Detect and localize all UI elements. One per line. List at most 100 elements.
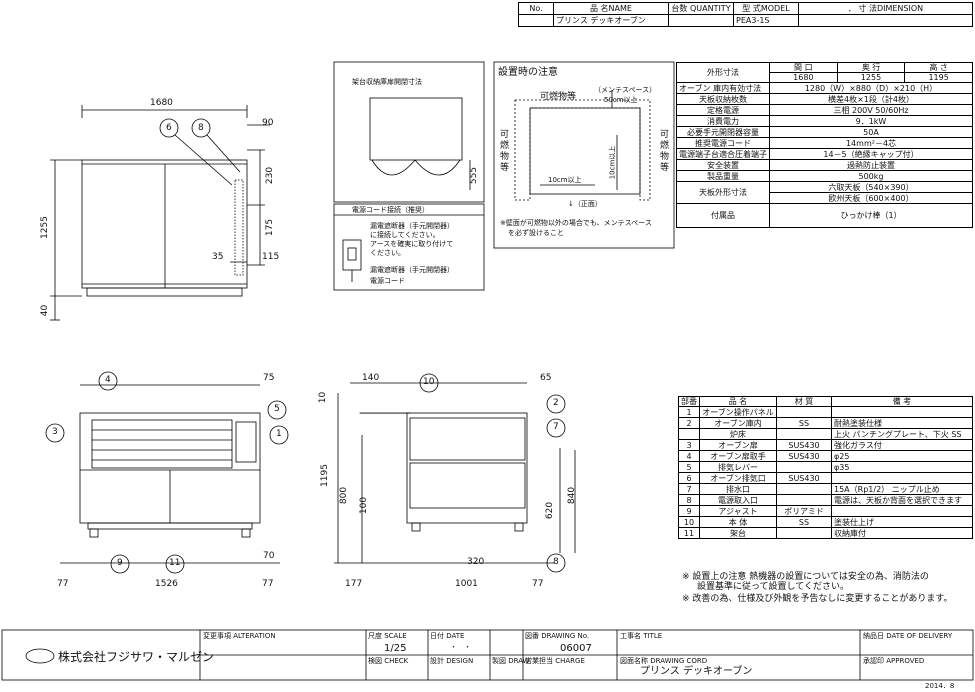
- install-right-label: 可燃物等: [660, 130, 670, 173]
- balloon-2: 2: [553, 398, 559, 408]
- parts-cell-name: オーブン排気口: [699, 472, 777, 484]
- parts-cell-note: 収納庫付: [831, 527, 973, 539]
- install-note2: を必ず設けること: [508, 229, 564, 237]
- spec-row8-value: 500kg: [769, 170, 973, 182]
- hdr-quantity: 台数 QUANTITY: [668, 2, 734, 15]
- hdr-name: 品 名NAME: [553, 2, 669, 15]
- spec-tray1: 六取天板（540×390）: [769, 181, 973, 193]
- company-name: 株式会社フジサワ・マルゼン: [58, 650, 215, 664]
- install-note1: ※壁面が可燃物以外の場合でも、メンテスペース: [500, 219, 652, 227]
- parts-cell-no: 1: [678, 406, 700, 418]
- approved-label: 承認印 APPROVED: [863, 657, 925, 665]
- spec-row4-label: 必要手元開閉器容量: [676, 126, 770, 138]
- dim-177: 177: [345, 579, 363, 589]
- parts-cell-note: 塗装仕上げ: [831, 516, 973, 528]
- power-title: 電源コード接続（推奨）: [352, 206, 429, 214]
- spec-tray-label: 天板外形寸法: [676, 181, 770, 204]
- year: 2014．8: [925, 682, 955, 690]
- parts-cell-name: 炉床: [699, 428, 777, 440]
- spec-row3-label: 消費電力: [676, 115, 770, 127]
- balloon-10: 10: [423, 377, 435, 387]
- power-note1: 漏電遮断器（手元開閉器）: [370, 222, 454, 230]
- parts-cell-no: 8: [678, 494, 700, 506]
- parts-cell-no: 9: [678, 505, 700, 517]
- parts-cell-material: [776, 483, 832, 495]
- dim-base: 40: [40, 304, 51, 317]
- install-10cm-b: 10cm以上: [608, 145, 617, 180]
- spec-dim-h1: 奥 行: [836, 62, 906, 73]
- dim-right1: 230: [265, 166, 276, 185]
- dim-10: 10: [318, 391, 329, 404]
- parts-cell-no: 10: [678, 516, 700, 528]
- balloon-6: 6: [166, 123, 172, 133]
- title-label: 工事名 TITLE: [620, 632, 663, 640]
- parts-cell-name: オーブン庫内: [699, 417, 777, 429]
- spec-row0-value: 1280（W）×880（D）×210（H）: [769, 82, 973, 94]
- parts-hdr-note: 備 考: [831, 396, 973, 407]
- parts-row: 炉床 上火 パンチングプレート、下火 SS: [678, 428, 973, 440]
- balloon-5: 5: [274, 404, 280, 414]
- parts-cell-material: [776, 494, 832, 506]
- parts-cell-name: オーブン扉: [699, 439, 777, 451]
- install-combustible-top: 可燃物等: [540, 92, 577, 102]
- parts-cell-material: SS: [776, 516, 832, 528]
- spec-row2-label: 定格電源: [676, 104, 770, 116]
- install-title: 設置時の注意: [498, 67, 558, 78]
- parts-cell-material: [776, 527, 832, 539]
- power-label1: 漏電遮断器（手元開閉器）: [370, 266, 454, 274]
- delivery-label: 納品日 DATE OF DELIVERY: [863, 632, 953, 640]
- spec-row5-label: 推奨電源コード: [676, 137, 770, 149]
- front-view-drawing: [50, 105, 270, 321]
- parts-cell-note: φ25: [831, 450, 973, 462]
- lower-front-drawing: [45, 371, 289, 574]
- parts-cell-name: アジャスト: [699, 505, 777, 517]
- side-view-drawing: [334, 373, 576, 573]
- parts-cell-name: オーブン扉取手: [699, 450, 777, 462]
- dim-right2: 175: [265, 218, 276, 237]
- spec-row4-value: 50A: [769, 126, 973, 138]
- balloon-9: 9: [117, 558, 123, 568]
- spec-row6-value: 14－5（絶縁キャップ付）: [769, 148, 973, 160]
- power-note3: アースを確実に取り付けて: [370, 240, 454, 248]
- check-label: 検図 CHECK: [368, 657, 409, 665]
- dim-70: 70: [263, 551, 275, 561]
- parts-cell-no: 6: [678, 472, 700, 484]
- parts-cell-no: 3: [678, 439, 700, 451]
- dim-320: 320: [467, 557, 485, 567]
- title-block: No. 品 名NAME 台数 QUANTITY 型 式MODEL ． 寸 法DI…: [518, 2, 973, 27]
- install-10cm-a: 10cm以上: [548, 176, 582, 184]
- spec-row3-value: 9．1kW: [769, 115, 973, 127]
- parts-cell-note: 電源は、天板か背面を選択できます: [831, 494, 973, 506]
- balloon-8-side: 8: [553, 557, 559, 567]
- parts-cell-material: SUS430: [776, 472, 832, 484]
- parts-cell-note: φ35: [831, 461, 973, 473]
- product-name: プリンス デッキオーブン: [553, 14, 669, 27]
- parts-cell-material: ポリアミド: [776, 505, 832, 517]
- parts-cell-no: 7: [678, 483, 700, 495]
- spec-table: 外形寸法 間 口 奥 行 高 さ 1680 1255 1195 オーブン 庫内有…: [676, 62, 973, 228]
- spec-row7-value: 過熱防止装置: [769, 159, 973, 171]
- spec-tray2: 欧州天板（600×400）: [769, 192, 973, 204]
- dim-height: 1255: [39, 216, 50, 239]
- power-note4: ください。: [370, 249, 405, 257]
- parts-cell-material: SS: [776, 417, 832, 429]
- product-model: PEA3-1S: [733, 14, 799, 27]
- parts-hdr-material: 材 質: [776, 396, 832, 407]
- power-label2: 電源コード: [370, 277, 405, 285]
- parts-cell-note: 上火 パンチングプレート、下火 SS: [831, 428, 973, 440]
- hdr-model: 型 式MODEL: [733, 2, 799, 15]
- hdr-no: No.: [518, 2, 554, 15]
- note-3: ※ 改善の為、仕様及び外観を予告なしに変更することがあります。: [682, 594, 953, 604]
- spec-dim-v2: 1195: [904, 72, 973, 83]
- balloon-3: 3: [52, 427, 58, 437]
- install-50cm: 50cm以上: [604, 96, 638, 104]
- scale-value: 1/25: [384, 643, 407, 654]
- date-value: ・ ・: [450, 643, 471, 651]
- dim-840: 840: [567, 486, 578, 505]
- draw-label: 製図 DRAW: [492, 657, 530, 665]
